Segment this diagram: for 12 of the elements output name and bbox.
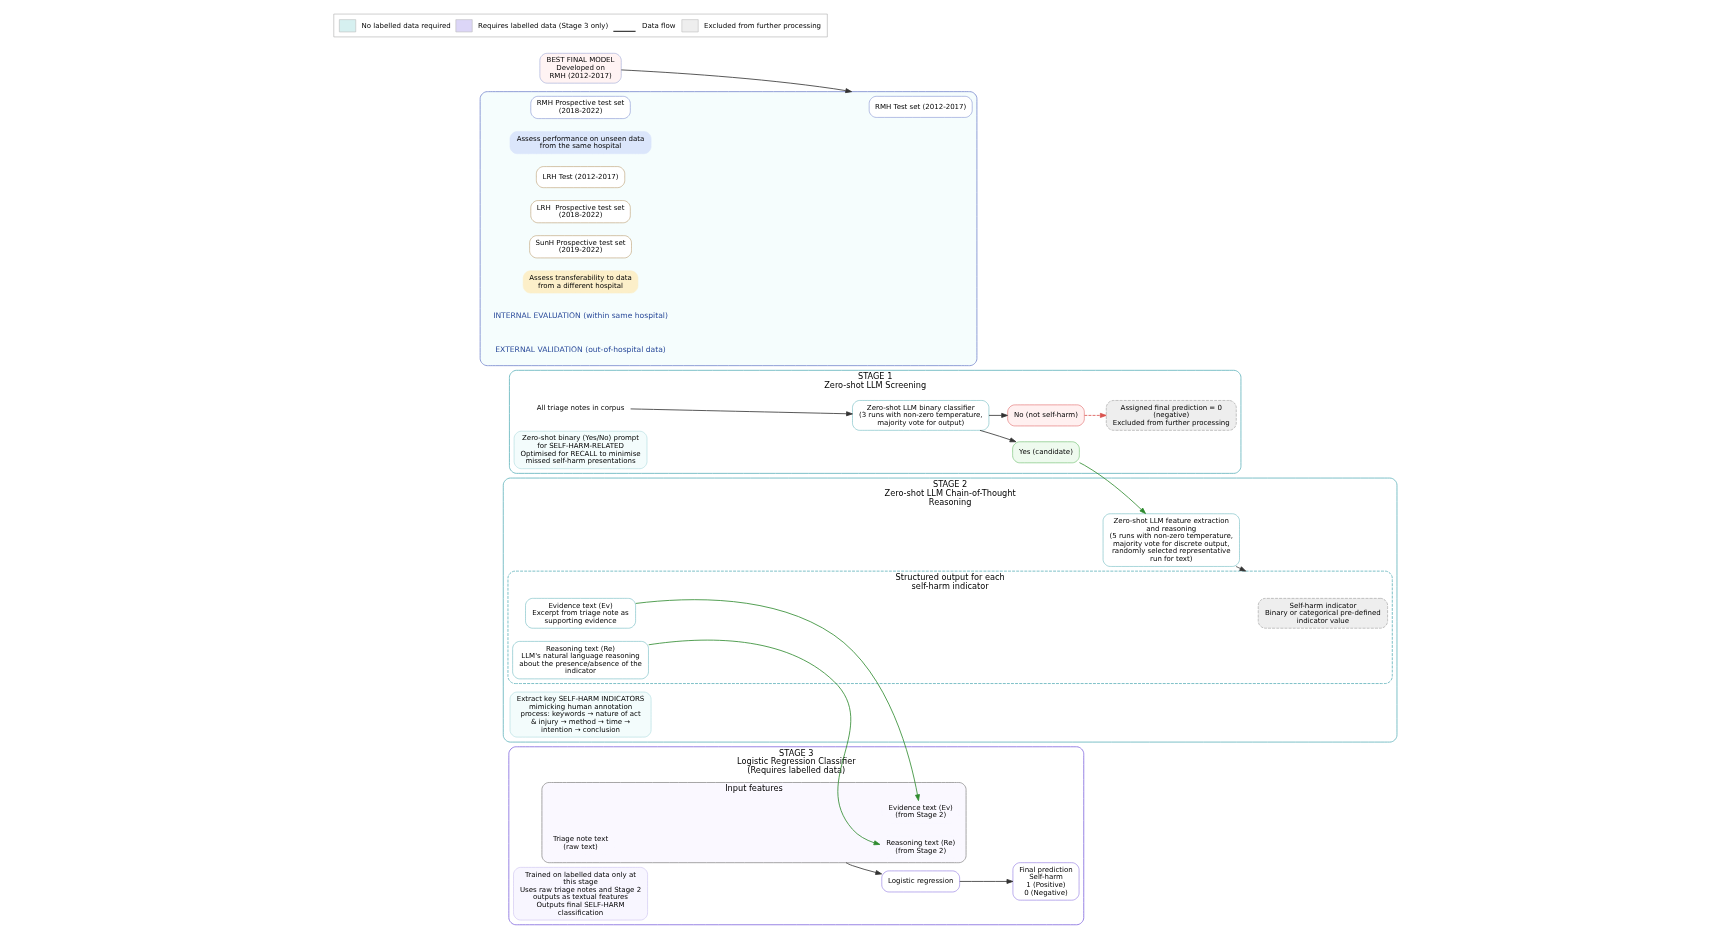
arrow xyxy=(634,599,920,801)
arrow xyxy=(1235,566,1246,572)
cluster xyxy=(479,91,977,367)
arrow xyxy=(1078,462,1146,514)
arrow xyxy=(620,69,852,94)
arrow xyxy=(629,408,853,417)
arrow xyxy=(647,639,880,846)
arrow xyxy=(1083,412,1107,418)
arrow xyxy=(988,412,1008,418)
arrow xyxy=(845,862,882,875)
arrow xyxy=(958,878,1013,884)
arrow xyxy=(979,429,1016,443)
